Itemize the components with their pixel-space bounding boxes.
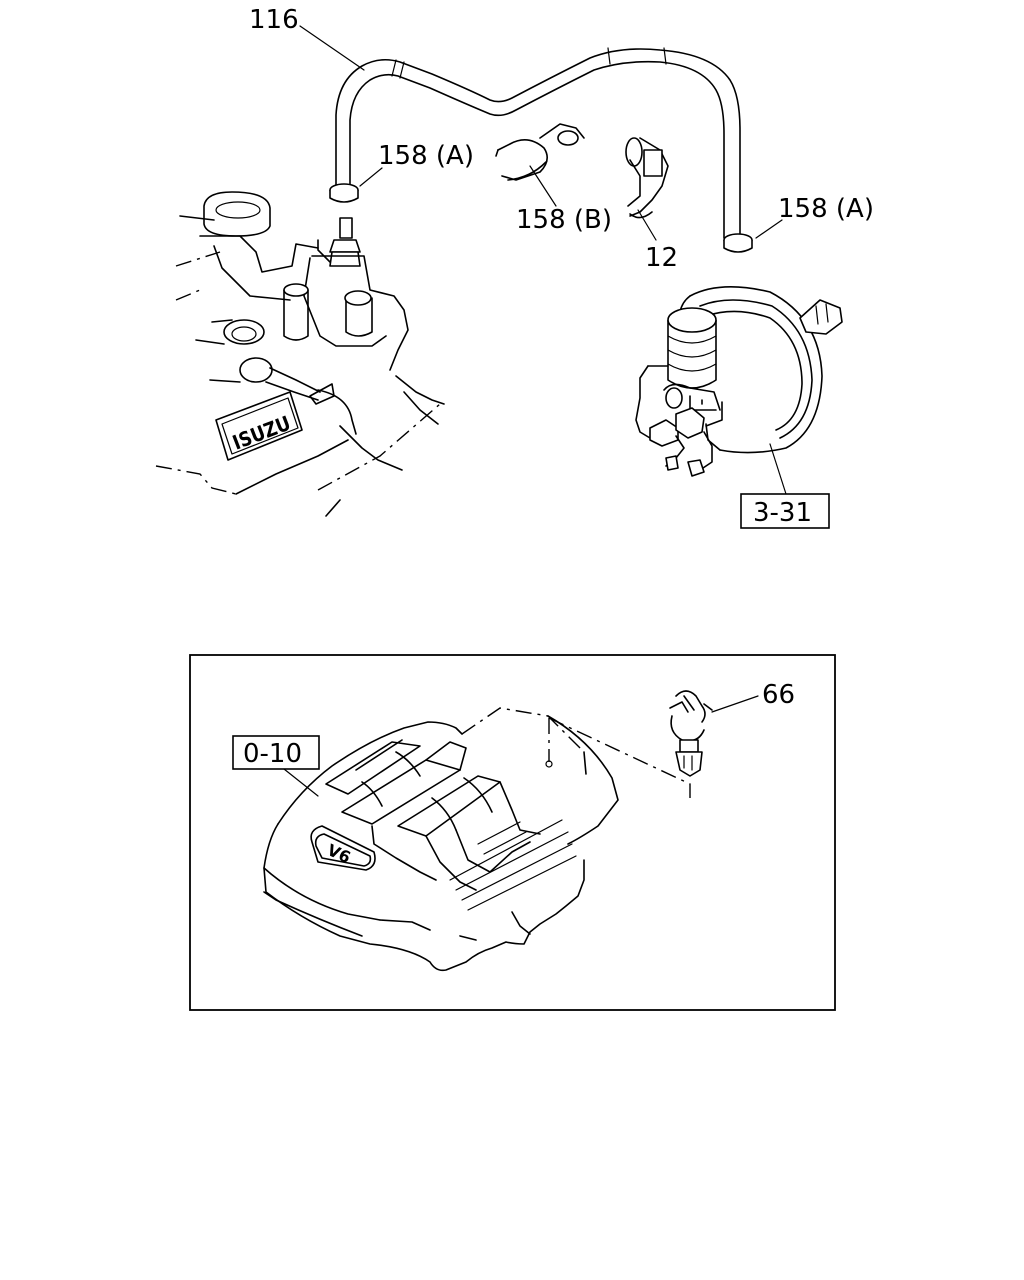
engine-intake-housing [155, 191, 445, 517]
callout-158b: 158 (B) [516, 165, 612, 235]
brake-booster [635, 286, 843, 477]
engine-cover-inset: 0-10 [189, 654, 836, 1011]
callout-66-label: 66 [762, 680, 795, 710]
hose-clamp-158a-left[interactable] [329, 183, 359, 203]
callout-12: 12 [637, 209, 678, 273]
callout-158a-left: 158 (A) [359, 141, 474, 187]
ref-box-3-31[interactable]: 3-31 [740, 443, 830, 529]
engine-cover[interactable] [263, 707, 619, 972]
callout-158a-right: 158 (A) [755, 194, 874, 239]
callout-116: 116 [249, 5, 365, 71]
callout-158b-label: 158 (B) [516, 205, 612, 235]
callout-12-label: 12 [645, 243, 678, 273]
ref-box-0-10[interactable]: 0-10 [232, 735, 320, 797]
ref-box-0-10-label: 0-10 [243, 739, 302, 769]
callout-158a-right-label: 158 (A) [778, 194, 874, 224]
cover-clip-66[interactable] [669, 690, 713, 777]
callout-66: 66 [711, 680, 795, 713]
assembly-leader-line [548, 717, 691, 798]
callout-116-label: 116 [249, 5, 299, 35]
hose-clamp-158b[interactable] [495, 123, 585, 181]
vacuum-hose-116[interactable] [335, 47, 748, 239]
hose-clamp-158a-right[interactable] [723, 233, 753, 253]
ref-box-3-31-label: 3-31 [753, 498, 812, 528]
callout-158a-left-label: 158 (A) [378, 141, 474, 171]
inset-frame [189, 654, 836, 1011]
hose-bracket-12[interactable] [625, 137, 669, 219]
